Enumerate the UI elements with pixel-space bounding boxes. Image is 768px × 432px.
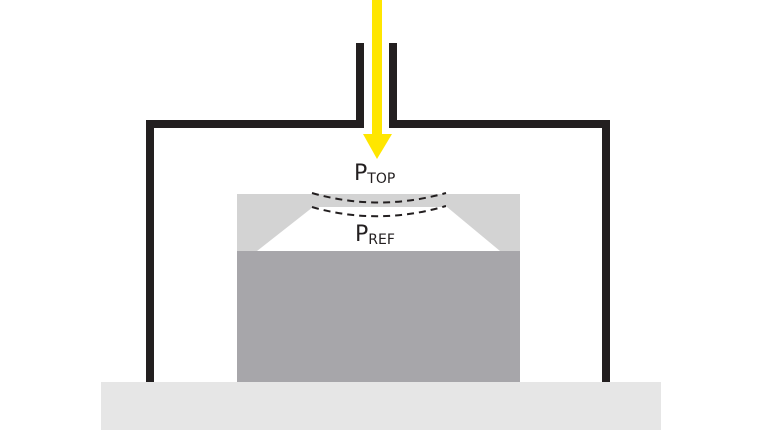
beam-arrowhead bbox=[363, 134, 392, 159]
yellow-beam-arrow bbox=[363, 0, 392, 159]
membrane-deflection-lower-line bbox=[311, 205, 447, 218]
beam-shaft bbox=[372, 0, 382, 136]
reference-cavity bbox=[257, 207, 500, 251]
membrane-deflection-upper-line bbox=[311, 192, 447, 204]
label-p-ref-main: P bbox=[355, 222, 368, 247]
label-p-ref-subscript: REF bbox=[368, 232, 395, 248]
label-p-top-main: P bbox=[354, 161, 367, 186]
sensor-die-body bbox=[237, 251, 520, 382]
cavity-membrane-fill bbox=[313, 206, 447, 216]
chamber-enclosure bbox=[146, 43, 610, 382]
base-plate bbox=[101, 382, 661, 430]
label-p-top: PTOP bbox=[354, 161, 395, 187]
label-p-top-subscript: TOP bbox=[366, 171, 395, 187]
label-p-ref: PREF bbox=[355, 222, 395, 248]
